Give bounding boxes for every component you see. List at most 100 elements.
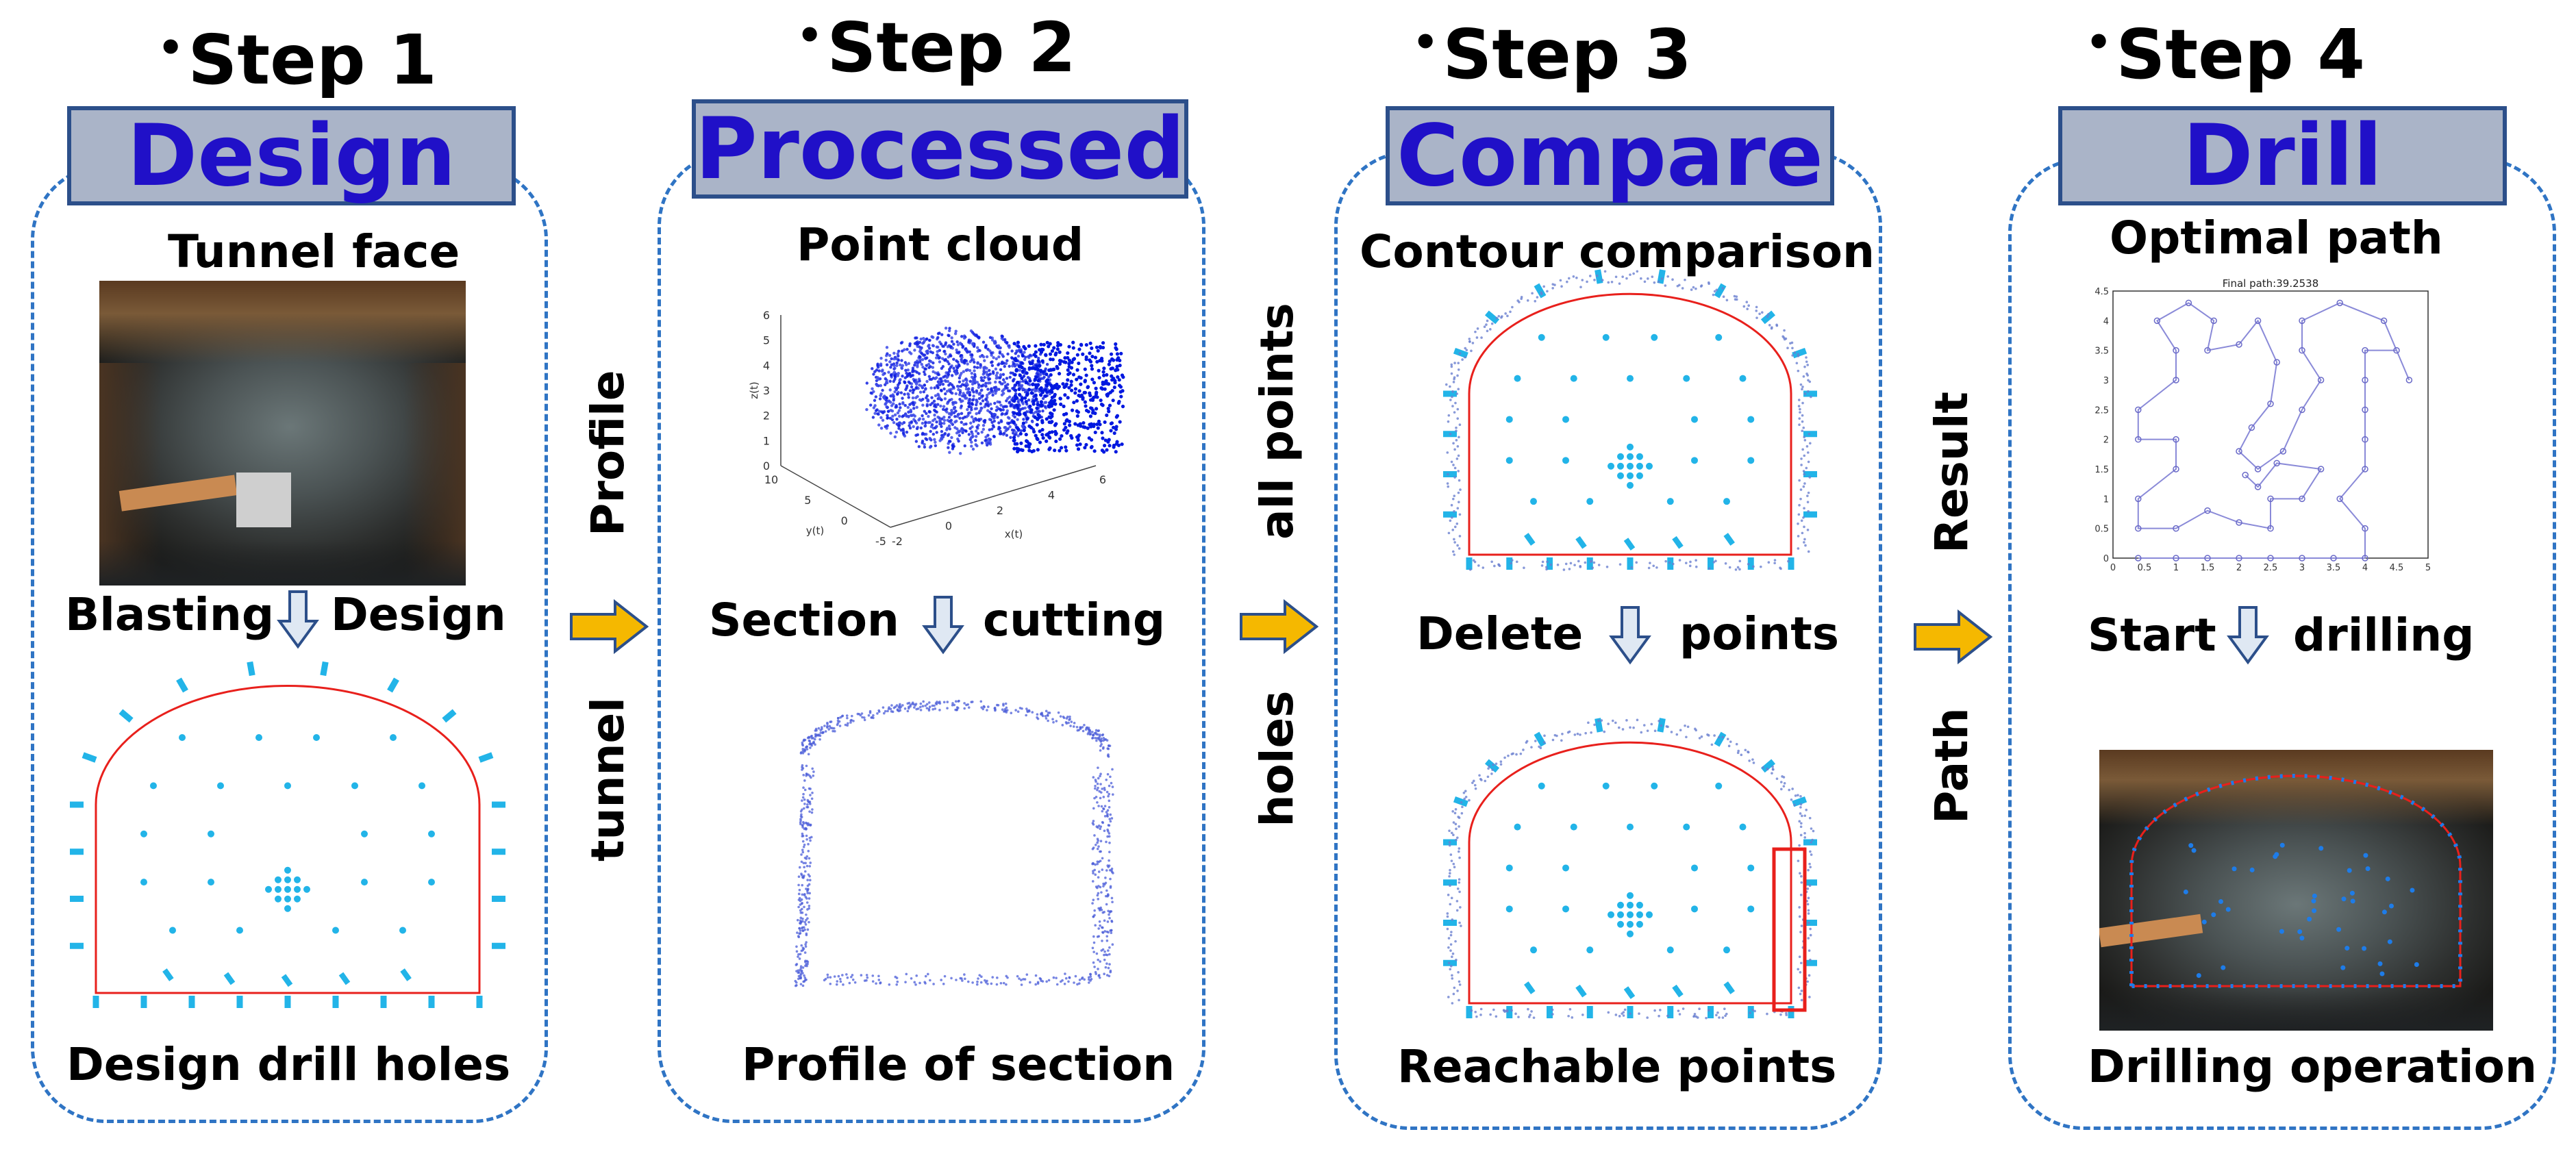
profile-point [806, 917, 809, 920]
scan-point [1453, 538, 1455, 541]
cloud-point [1118, 420, 1122, 424]
scan-point [1529, 1014, 1531, 1016]
cloud-point [901, 415, 904, 418]
profile-point [1111, 943, 1114, 946]
cloud-point [881, 418, 885, 422]
cloud-point [1068, 371, 1072, 375]
profile-point [811, 791, 814, 794]
profile-point [1081, 729, 1085, 733]
scan-point [1791, 354, 1794, 357]
cut-hole [275, 885, 282, 893]
profile-point [1097, 876, 1100, 879]
cloud-point [1083, 400, 1088, 404]
inner-hole [1562, 457, 1569, 464]
scan-point [1492, 1008, 1495, 1011]
cut-hole [1646, 911, 1653, 918]
cloud-point [970, 408, 973, 412]
scan-point [1458, 998, 1460, 1002]
cloud-point [1034, 393, 1038, 397]
profile-point [1093, 909, 1096, 912]
profile-point [818, 734, 822, 738]
cloud-point [1053, 423, 1058, 427]
cloud-point [1031, 402, 1036, 406]
cloud-point [1075, 409, 1079, 413]
cloud-point [1005, 386, 1009, 390]
profile-point [1107, 794, 1110, 798]
scan-point [1457, 816, 1460, 818]
scan-point [1523, 566, 1525, 569]
scan-point [1568, 730, 1571, 733]
scan-point [1507, 754, 1510, 757]
inner-hole [1651, 782, 1658, 790]
scan-point [1447, 485, 1450, 488]
cut-hole [1636, 472, 1643, 479]
scan-point [1625, 277, 1628, 280]
cloud-point [971, 447, 975, 451]
cloud-point [1067, 358, 1072, 362]
scan-point [1808, 476, 1812, 479]
cloud-point [981, 355, 986, 359]
profile-point [801, 893, 804, 896]
cloud-point [1021, 369, 1025, 373]
profile-point [1108, 818, 1112, 820]
scan-point [1746, 307, 1749, 310]
lifter-hole [1672, 984, 1684, 998]
cut-hole [1627, 481, 1634, 489]
cloud-point [1059, 402, 1063, 407]
profile-point [1108, 851, 1111, 853]
cloud-point [907, 414, 910, 418]
inner-hole [2225, 907, 2231, 912]
cloud-point [1022, 418, 1025, 421]
scan-point [1453, 448, 1456, 451]
cloud-point [1037, 356, 1040, 360]
lifter-hole [1575, 536, 1587, 549]
inner-hole [2377, 961, 2383, 966]
path-node [2236, 519, 2242, 526]
profile-point [798, 866, 801, 869]
profile-point [1091, 731, 1094, 733]
scan-point [1451, 405, 1454, 407]
cloud-point [914, 387, 918, 390]
scan-point [1455, 909, 1459, 912]
cloud-point [1030, 388, 1034, 392]
scan-point [1607, 1011, 1610, 1014]
profile-point [1105, 790, 1109, 794]
scan-point [1460, 811, 1464, 815]
scan-point [1801, 448, 1804, 451]
cloud-point [932, 399, 936, 403]
cloud-point [881, 388, 884, 392]
scan-point [1797, 535, 1800, 538]
scan-point [1809, 933, 1812, 937]
cloud-point [908, 389, 912, 392]
cloud-point [898, 381, 901, 385]
cloud-point [884, 377, 888, 381]
path-node [2362, 555, 2368, 562]
cloud-point [939, 404, 942, 408]
scan-point [1807, 912, 1810, 915]
path-node [2236, 555, 2242, 562]
profile-point [803, 866, 805, 869]
cut-hole [1608, 462, 1614, 470]
cloud-point [951, 444, 955, 447]
cloud-point [876, 376, 879, 379]
scan-point [1575, 276, 1578, 279]
cloud-point [885, 427, 888, 430]
contour-hole [1534, 731, 1547, 747]
profile-point [1091, 880, 1095, 883]
profile-point [856, 712, 860, 716]
cloud-point [933, 438, 936, 442]
cloud-point [1098, 423, 1102, 427]
profile-point [979, 700, 983, 703]
cloud-point [1021, 379, 1025, 383]
y-tick-label: 5 [804, 494, 811, 507]
scan-point [1735, 295, 1738, 298]
cloud-point [988, 336, 992, 340]
profile-point [922, 700, 925, 703]
profile-point [1081, 726, 1084, 729]
cloud-point [955, 384, 960, 388]
cloud-point [1071, 346, 1075, 350]
profile-point [804, 960, 807, 964]
cloud-point [940, 429, 944, 433]
scan-point [1649, 562, 1651, 564]
profile-point [807, 753, 810, 756]
